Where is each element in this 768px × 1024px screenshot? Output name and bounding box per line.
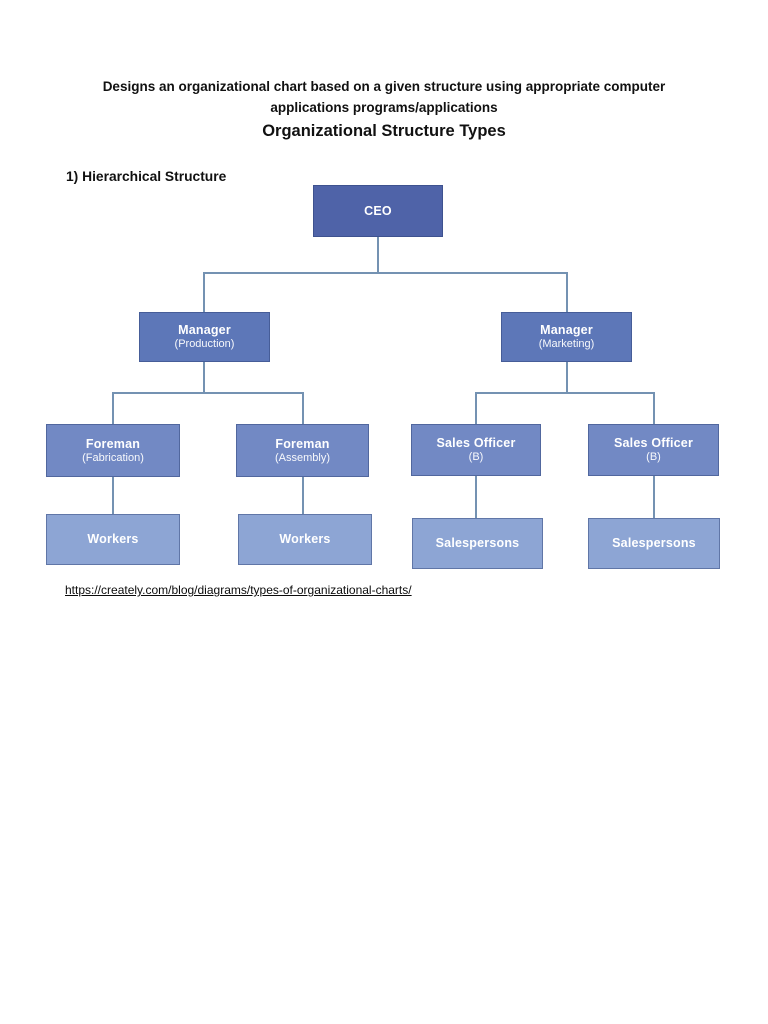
document-title: Designs an organizational chart based on… (0, 76, 768, 118)
section-heading-hierarchical: 1) Hierarchical Structure (66, 169, 227, 184)
org-node-label: Sales Officer (436, 436, 516, 450)
org-node-salespersons-2: Salespersons (588, 518, 720, 569)
document-title-line1: Designs an organizational chart based on… (102, 79, 666, 94)
org-node-sublabel: (B) (646, 451, 661, 463)
org-node-label: Sales Officer (613, 436, 694, 450)
org-node-foreman-fabrication: Foreman (Fabrication) (46, 424, 180, 477)
connector-level2-horizontal (203, 272, 568, 274)
org-node-salespersons-1: Salespersons (412, 518, 543, 569)
connector-manager-production-down (203, 362, 205, 394)
org-node-sales-officer-1: Sales Officer (B) (411, 424, 541, 476)
connector-foreman-assembly-down (302, 392, 304, 424)
connector-level3-right-horizontal (475, 392, 655, 394)
org-node-label: Salespersons (435, 536, 520, 550)
org-node-label: Workers (279, 532, 331, 546)
connector-level2-right-down (566, 272, 568, 312)
org-node-sublabel: (Production) (174, 338, 235, 350)
connector-ceo-down (377, 237, 379, 274)
page-heading: Organizational Structure Types (262, 122, 506, 140)
connector-manager-marketing-down (566, 362, 568, 394)
org-node-label: Manager (178, 323, 231, 337)
org-node-manager-production: Manager (Production) (139, 312, 270, 362)
org-node-sublabel: (Marketing) (538, 338, 595, 350)
connector-sales-officer1-down (475, 392, 477, 424)
connector-foreman-fabrication-down (112, 392, 114, 424)
org-node-label: Workers (87, 532, 139, 546)
org-node-sales-officer-2: Sales Officer (B) (588, 424, 719, 476)
connector-level2-left-down (203, 272, 205, 312)
connector-salespersons1-up (475, 476, 477, 518)
org-node-label: Salespersons (612, 536, 696, 550)
org-node-label: Manager (540, 323, 593, 337)
org-node-label: CEO (364, 203, 392, 218)
document-title-line2: applications programs/applications (270, 100, 498, 115)
connector-level3-left-horizontal (112, 392, 304, 394)
source-url-link[interactable]: https://creately.com/blog/diagrams/types… (65, 583, 412, 597)
org-node-workers-1: Workers (46, 514, 180, 565)
connector-sales-officer2-down (653, 392, 655, 424)
org-node-sublabel: (Assembly) (274, 451, 330, 464)
org-node-sublabel: (Fabrication) (82, 451, 144, 464)
org-node-label: Foreman (85, 436, 141, 451)
org-node-label: Foreman (275, 436, 330, 451)
org-node-sublabel: (B) (468, 451, 484, 463)
org-node-manager-marketing: Manager (Marketing) (501, 312, 632, 362)
org-node-ceo: CEO (313, 185, 443, 237)
connector-workers2-up (302, 477, 304, 514)
connector-workers1-up (112, 477, 114, 514)
org-node-workers-2: Workers (238, 514, 372, 565)
connector-salespersons2-up (653, 476, 655, 518)
org-node-foreman-assembly: Foreman (Assembly) (236, 424, 369, 477)
